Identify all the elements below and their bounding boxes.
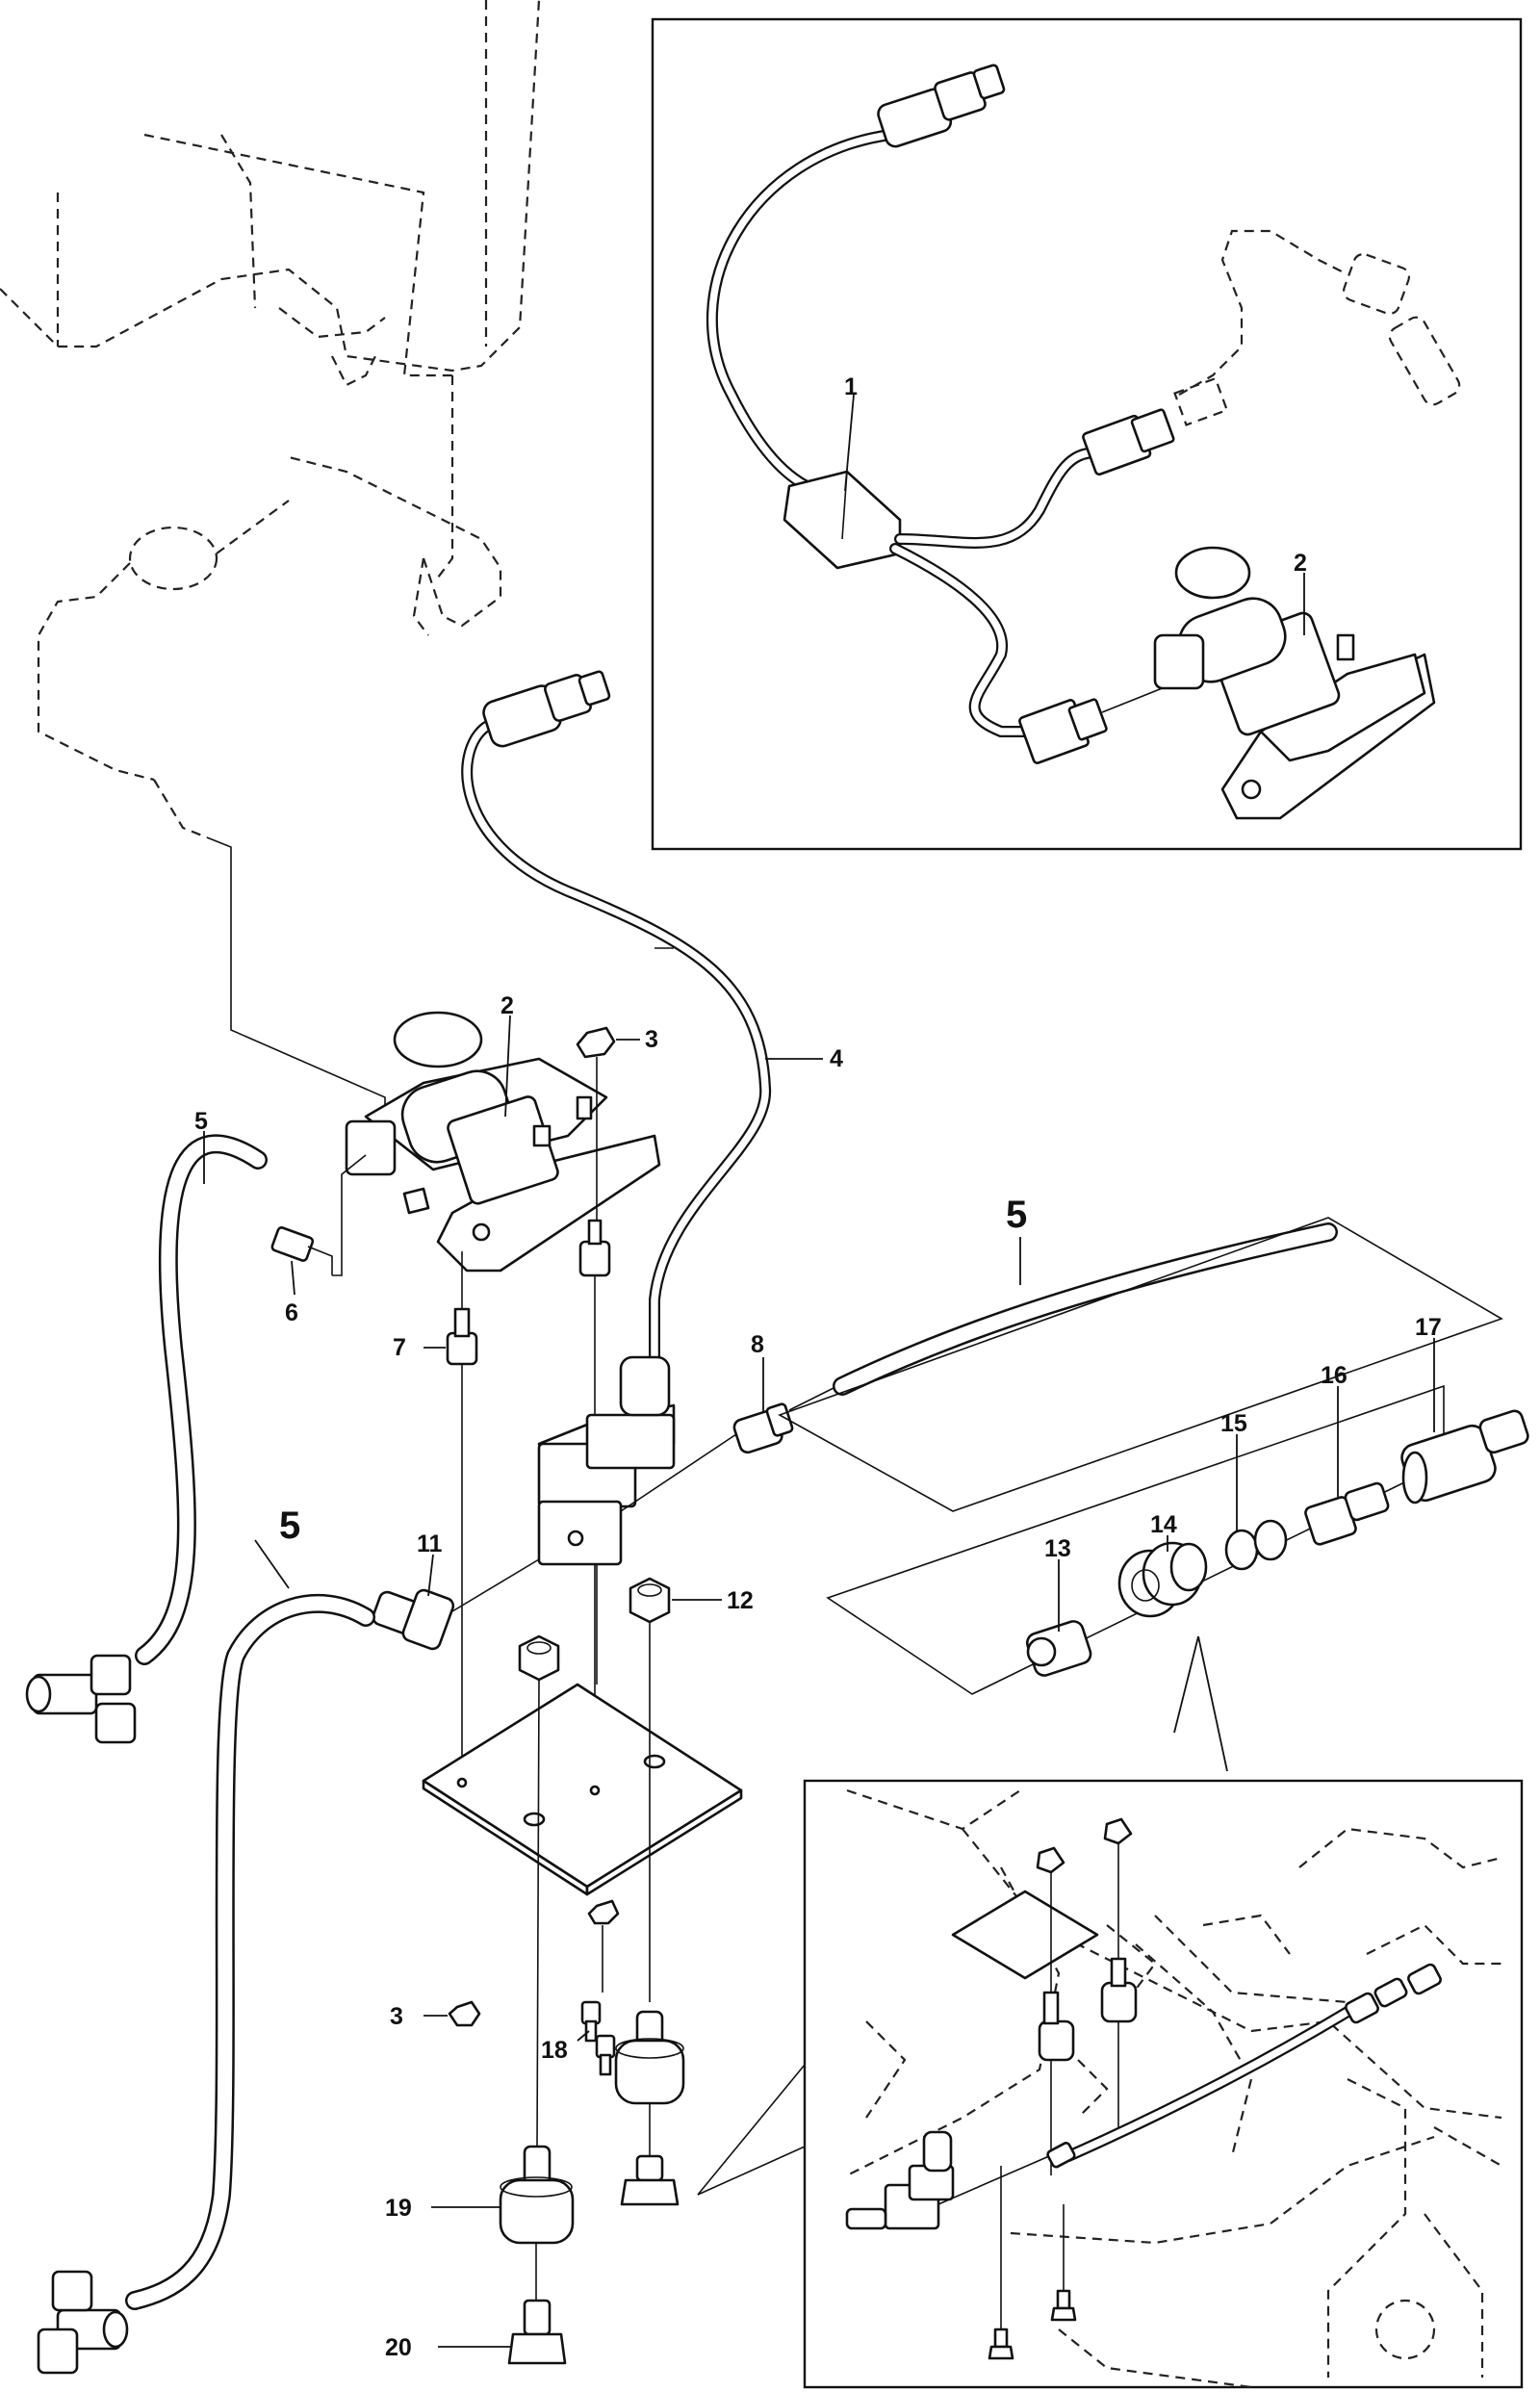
inset-connector-b [1018, 698, 1108, 764]
callout-20: 20 [385, 2334, 412, 2361]
callout-19: 19 [385, 2195, 412, 2222]
quick-coupler-17 [1400, 1409, 1529, 1505]
bulkhead-14 [1117, 1541, 1208, 1618]
inset-frame-bottom [803, 1779, 1524, 2389]
nut-3-top [576, 1026, 616, 1242]
clamp-6 [270, 1226, 333, 1275]
callout-11: 11 [417, 1530, 443, 1557]
fuel-line-to-valve [206, 836, 386, 1126]
nipple-16 [1304, 1481, 1390, 1546]
callout-2-main: 2 [500, 992, 514, 1019]
line-block-to-fitting-8 [620, 1424, 752, 1512]
hose-5-right [833, 1222, 1338, 1396]
inset-bottom-parts [845, 1817, 1442, 2360]
bottom-inset-pointer [697, 2064, 806, 2196]
callout-14: 14 [1150, 1511, 1177, 1538]
tee-fitting-left-lower [37, 2270, 129, 2375]
nut-under-plate [587, 1899, 620, 1993]
callout-4: 4 [830, 1045, 843, 1072]
fuel-line-to-clamp [332, 1154, 367, 1276]
leader-to-bottom-inset [1173, 1635, 1228, 1772]
fuel-filter-dashed [37, 500, 290, 839]
callout-18: 18 [541, 2037, 568, 2064]
hose-5-left-lower [37, 1594, 375, 2375]
o-rings-15 [1224, 1519, 1288, 1571]
callout-1: 1 [844, 373, 858, 400]
rubber-mount-right [614, 2010, 685, 2206]
rubber-mount-19 [499, 2145, 575, 2301]
inset-connector-top [877, 64, 1006, 148]
fitting-13 [1025, 1620, 1092, 1677]
inset-harness [706, 64, 1461, 764]
callout-2-inset: 2 [1294, 550, 1307, 577]
leader-lines [203, 394, 1435, 2348]
tank-outline-dashed [0, 0, 541, 636]
elbow-fitting-11 [372, 1588, 455, 1651]
nut-left-plate [518, 1634, 560, 2148]
screws-18 [580, 2000, 616, 2076]
nut-12 [629, 1577, 671, 2002]
inset-solenoid-valve [1153, 546, 1436, 820]
fittings-plane [826, 1384, 1445, 1695]
electric-valve-block [537, 1355, 676, 1566]
tee-fitting-left-upper [25, 1654, 137, 1744]
callout-17: 17 [1415, 1314, 1442, 1341]
callout-5-left: 5 [194, 1108, 208, 1135]
callout-3-bottom: 3 [390, 2003, 403, 2030]
callout-15: 15 [1220, 1410, 1247, 1437]
callout-7: 7 [393, 1334, 406, 1361]
bolt-20 [507, 2299, 567, 2365]
callout-5-hose: 5 [1006, 1194, 1027, 1236]
mounting-plate [422, 1683, 743, 1896]
sensor-connector-4 [482, 670, 611, 748]
hose-5-bounding-box [778, 1217, 1503, 1512]
hose-5-left-upper [25, 1134, 268, 1744]
callout-3-top: 3 [645, 1026, 658, 1053]
inset-connector-a [1082, 408, 1175, 476]
callout-5-right: 5 [279, 1505, 300, 1547]
sensor-cable-4 [461, 670, 772, 1373]
callout-6: 6 [285, 1299, 298, 1326]
callout-16: 16 [1321, 1362, 1348, 1389]
main-solenoid-valve [345, 1011, 661, 1273]
spacer-7 [446, 1251, 478, 1781]
callout-8: 8 [751, 1331, 764, 1358]
callout-12: 12 [727, 1587, 754, 1614]
nut-3-bottom [448, 2000, 481, 2027]
callout-13: 13 [1044, 1535, 1071, 1562]
line-block-to-elbow-11 [442, 1558, 540, 1618]
